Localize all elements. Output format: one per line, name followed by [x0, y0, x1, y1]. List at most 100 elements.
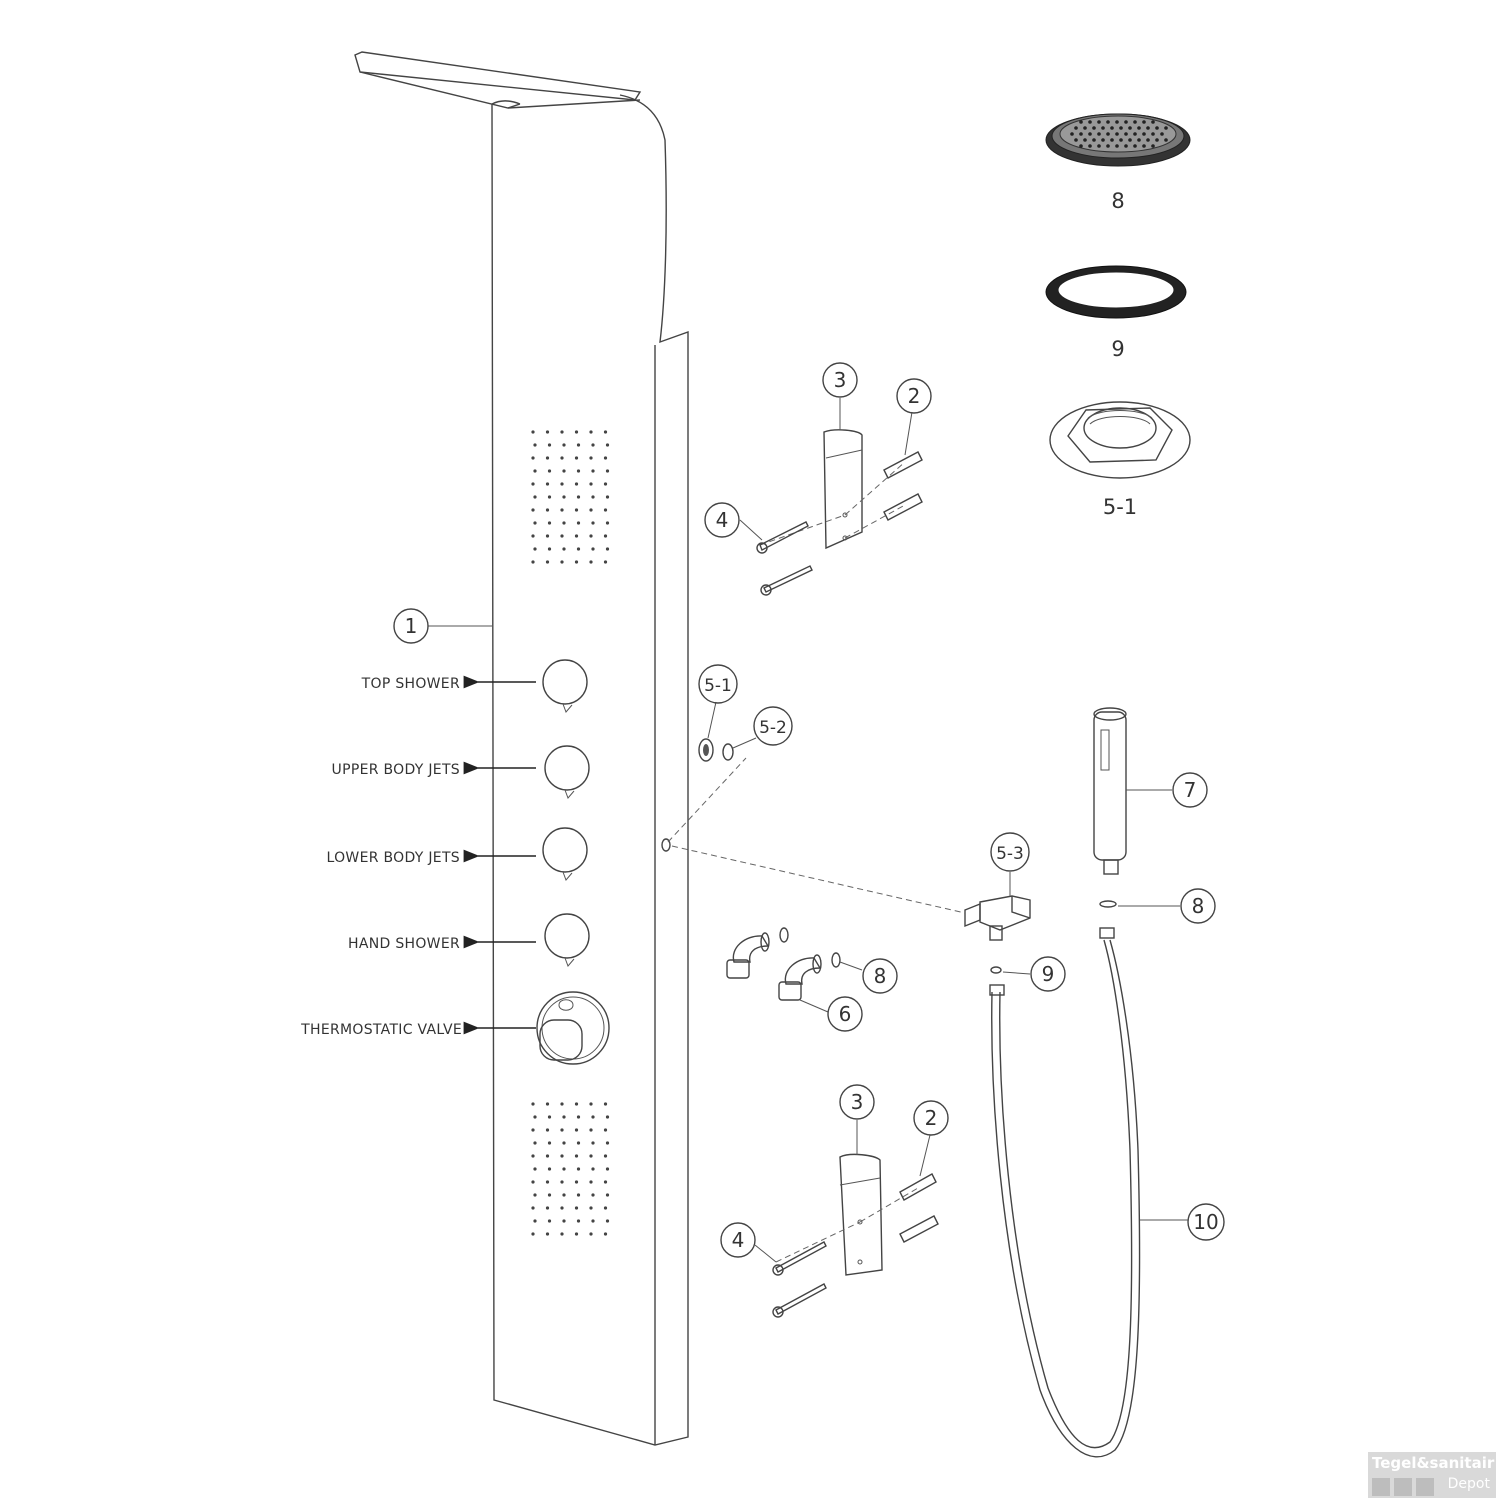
- callout-4-top: 4: [704, 502, 740, 538]
- svg-text:2: 2: [908, 384, 921, 408]
- jet-nozzle-dot: [591, 1115, 595, 1119]
- perforation-dot: [1115, 132, 1119, 136]
- label-thermostatic-valve: THERMOSTATIC VALVE: [300, 1022, 462, 1038]
- callout-8-hand: 8: [1180, 888, 1216, 924]
- shower-hose: [989, 927, 1188, 1458]
- perforation-dot: [1155, 126, 1159, 130]
- jet-nozzle-dot: [589, 482, 593, 486]
- jet-nozzle-dot: [603, 1232, 608, 1236]
- svg-text:5-3: 5-3: [996, 844, 1024, 864]
- perforation-dot: [1106, 132, 1110, 136]
- callout-5-3: 5-3: [990, 832, 1030, 872]
- perforation-dot: [1142, 132, 1146, 136]
- jet-nozzle-dot: [576, 469, 581, 473]
- svg-text:5-1: 5-1: [704, 676, 732, 696]
- jet-nozzle-dot: [560, 1180, 564, 1184]
- fitting-washer-5-2: [722, 737, 757, 761]
- jet-nozzle-dot: [533, 547, 537, 551]
- perforation-dot: [1101, 138, 1105, 142]
- jet-nozzle-dot: [560, 1154, 564, 1158]
- jet-nozzle-dot: [562, 1115, 566, 1119]
- label-hand-shower: HAND SHOWER: [348, 936, 460, 952]
- jet-nozzle-dot: [531, 1128, 535, 1132]
- upper-jet-grid: [531, 430, 610, 564]
- jet-nozzle-dot: [576, 1219, 581, 1223]
- label-lower-body-jets: LOWER BODY JETS: [327, 850, 461, 866]
- perforation-dot: [1115, 144, 1119, 148]
- jet-nozzle-dot: [591, 1193, 595, 1197]
- perforation-dot: [1115, 120, 1119, 124]
- jet-nozzle-dot: [547, 1115, 552, 1119]
- elbow-fitting-icon: [726, 927, 789, 979]
- perforation-dot: [1160, 132, 1164, 136]
- callout-6: 6: [827, 996, 863, 1032]
- jet-nozzle-dot: [589, 456, 593, 460]
- jet-nozzle-dot: [560, 1206, 564, 1210]
- jet-nozzle-dot: [545, 508, 550, 512]
- jet-nozzle-dot: [574, 560, 579, 564]
- perforation-dot: [1088, 120, 1092, 124]
- perforation-dot: [1128, 138, 1132, 142]
- jet-nozzle-dot: [603, 534, 608, 538]
- perforation-dot: [1110, 138, 1114, 142]
- callout-2-bottom: 2: [913, 1100, 949, 1136]
- perforation-dot: [1083, 138, 1087, 142]
- screw-icon: [756, 521, 809, 554]
- jet-nozzle-dot: [560, 1102, 564, 1106]
- perforation-dot: [1092, 126, 1096, 130]
- jet-nozzle-dot: [591, 547, 595, 551]
- jet-nozzle-dot: [576, 495, 581, 499]
- jet-nozzle-dot: [547, 443, 552, 447]
- svg-text:10: 10: [1193, 1210, 1218, 1234]
- svg-text:9: 9: [1042, 962, 1055, 986]
- control-knob-upper-body-jets: UPPER BODY JETS: [332, 745, 590, 799]
- jet-nozzle-dot: [574, 1180, 579, 1184]
- bracket-assembly-bottom: [754, 1120, 939, 1318]
- perforation-dot: [1097, 144, 1101, 148]
- jet-nozzle-dot: [531, 1232, 535, 1236]
- perforation-dot: [1164, 126, 1168, 130]
- jet-nozzle-dot: [545, 534, 550, 538]
- jet-nozzle-dot: [603, 1128, 608, 1132]
- jet-nozzle-dot: [533, 1141, 537, 1145]
- callout-9-holder: 9: [1030, 956, 1066, 992]
- jet-nozzle-dot: [576, 1167, 581, 1171]
- perforation-dot: [1106, 120, 1110, 124]
- perforation-dot: [1133, 132, 1137, 136]
- svg-text:7: 7: [1184, 778, 1197, 802]
- jet-nozzle-dot: [603, 456, 608, 460]
- jet-nozzle-dot: [574, 1232, 579, 1236]
- jet-nozzle-dot: [560, 560, 564, 564]
- jet-nozzle-dot: [591, 1167, 595, 1171]
- jet-nozzle-dot: [603, 482, 608, 486]
- jet-nozzle-dot: [591, 443, 595, 447]
- jet-nozzle-dot: [533, 521, 537, 525]
- jet-nozzle-dot: [560, 456, 564, 460]
- callout-1: 1: [393, 608, 429, 644]
- inset-label-gasket: 9: [1111, 337, 1124, 361]
- jet-nozzle-dot: [605, 1193, 610, 1197]
- jet-nozzle-dot: [589, 508, 593, 512]
- jet-nozzle-dot: [562, 521, 566, 525]
- perforation-dot: [1079, 144, 1083, 148]
- svg-text:8: 8: [874, 964, 887, 988]
- jet-nozzle-dot: [560, 534, 564, 538]
- jet-nozzle-dot: [574, 1206, 579, 1210]
- jet-nozzle-dot: [591, 1219, 595, 1223]
- svg-text:3: 3: [851, 1090, 864, 1114]
- jet-nozzle-dot: [560, 508, 564, 512]
- hand-shower: [1093, 707, 1180, 908]
- jet-nozzle-dot: [574, 534, 579, 538]
- perforation-dot: [1151, 132, 1155, 136]
- jet-nozzle-dot: [560, 430, 564, 434]
- callout-3-bottom: 3: [839, 1084, 875, 1120]
- jet-nozzle-dot: [603, 1154, 608, 1158]
- jet-nozzle-dot: [605, 443, 610, 447]
- jet-nozzle-dot: [533, 1115, 537, 1119]
- jet-nozzle-dot: [531, 1180, 535, 1184]
- jet-nozzle-dot: [603, 560, 608, 564]
- jet-nozzle-dot: [603, 430, 608, 434]
- jet-nozzle-dot: [589, 430, 593, 434]
- jet-nozzle-dot: [576, 1115, 581, 1119]
